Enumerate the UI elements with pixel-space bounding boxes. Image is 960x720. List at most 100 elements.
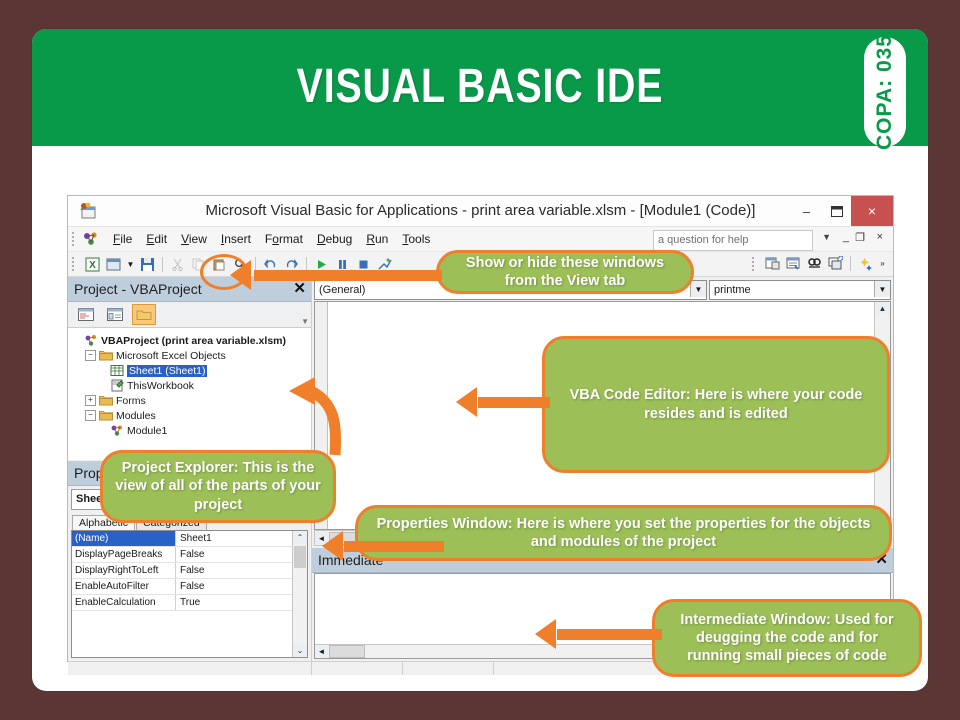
tree-item[interactable]: Module1: [72, 423, 311, 438]
project-explorer-icon[interactable]: [764, 255, 781, 272]
scroll-down-icon[interactable]: ⌄: [293, 644, 307, 657]
mdi-minimize-button[interactable]: _: [842, 231, 849, 243]
folder-icon: [99, 409, 113, 422]
scroll-up-icon[interactable]: ⌃: [293, 530, 307, 544]
collapse-icon[interactable]: −: [85, 350, 96, 361]
mdi-restore-button[interactable]: ❐: [855, 232, 865, 244]
help-search-input[interactable]: a question for help: [653, 230, 813, 251]
property-value[interactable]: False: [180, 548, 205, 560]
toolbar-grip[interactable]: [72, 257, 78, 271]
run-icon[interactable]: [313, 256, 330, 273]
menu-item-tools[interactable]: Tools: [402, 232, 431, 246]
property-value[interactable]: Sheet1: [180, 532, 212, 544]
arrow-to-properties-window: [322, 531, 444, 561]
callout-view-menu: Show or hide these windows from the View…: [436, 250, 694, 294]
menu-item-format[interactable]: Format: [264, 232, 303, 246]
window-restore-button[interactable]: [820, 196, 853, 226]
tree-item-label: Modules: [116, 409, 156, 422]
property-row[interactable]: DisplayPageBreaks False: [72, 546, 292, 563]
property-row[interactable]: (Name)Sheet1: [72, 530, 292, 547]
scrollbar-thumb[interactable]: [329, 645, 365, 658]
tree-item-label: VBAProject (print area variable.xlsm): [101, 334, 286, 347]
tree-item[interactable]: − Modules: [72, 408, 311, 423]
copy-icon[interactable]: [190, 256, 207, 273]
tree-item[interactable]: ThisWorkbook: [72, 378, 311, 393]
tree-item[interactable]: − Microsoft Excel Objects: [72, 348, 311, 363]
property-value[interactable]: False: [180, 580, 205, 592]
view-code-button[interactable]: [74, 304, 98, 325]
chevron-down-icon[interactable]: ▼: [126, 259, 135, 269]
mdi-close-button[interactable]: ×: [876, 231, 883, 243]
tree-item-label: Microsoft Excel Objects: [116, 349, 226, 362]
save-icon[interactable]: [139, 256, 156, 273]
tree-item[interactable]: Sheet1 (Sheet1): [72, 363, 311, 378]
properties-window-icon[interactable]: [785, 255, 802, 272]
scrollbar-thumb[interactable]: [294, 545, 306, 568]
menu-item-run[interactable]: Run: [366, 232, 389, 246]
toolbox-icon[interactable]: [827, 255, 844, 272]
tree-item-label: Forms: [116, 394, 146, 407]
break-icon[interactable]: [334, 256, 351, 273]
toolbar-separator: [255, 256, 256, 272]
window-title: Microsoft Visual Basic for Applications …: [205, 202, 756, 219]
project-tree[interactable]: VBAProject (print area variable.xlsm)−Mi…: [68, 328, 311, 460]
collapse-icon[interactable]: −: [85, 410, 96, 421]
menu-item-insert[interactable]: Insert: [220, 232, 251, 246]
arrow-to-immediate-window: [535, 619, 662, 649]
callout-code-editor: VBA Code Editor: Here is where your code…: [542, 336, 890, 473]
expand-icon[interactable]: +: [85, 395, 96, 406]
object-browser-icon[interactable]: [806, 255, 823, 272]
project-explorer-toolbar: ▼: [68, 302, 311, 328]
window-close-button[interactable]: ×: [851, 196, 893, 226]
reset-icon[interactable]: [355, 256, 372, 273]
chevron-down-icon[interactable]: ▼: [690, 281, 706, 297]
menu-item-debug[interactable]: Debug: [316, 232, 353, 246]
close-icon[interactable]: ✕: [293, 280, 306, 297]
cut-icon[interactable]: [169, 256, 186, 273]
menu-item-view[interactable]: View: [181, 232, 207, 246]
property-name: DisplayPageBreaks: [72, 546, 176, 562]
property-value[interactable]: False: [180, 564, 205, 576]
toolbar-overflow-icon[interactable]: ▼: [301, 317, 309, 326]
slide-header: VISUAL BASIC IDE COPA: 035: [32, 29, 928, 150]
chevron-down-icon[interactable]: ▼: [874, 281, 890, 297]
tree-item[interactable]: + Forms: [72, 393, 311, 408]
view-object-button[interactable]: [103, 304, 127, 325]
toolbar-separator: [306, 256, 307, 272]
code-procedure-combo[interactable]: printme ▼: [709, 280, 891, 300]
workbook-icon: [110, 379, 124, 392]
scroll-left-icon[interactable]: ◄: [315, 645, 328, 658]
tree-item[interactable]: VBAProject (print area variable.xlsm): [72, 333, 311, 348]
redo-icon[interactable]: [283, 256, 300, 273]
vba-help-icon[interactable]: [857, 255, 874, 272]
window-minimize-button[interactable]: –: [802, 203, 811, 219]
scroll-up-icon[interactable]: ▲: [875, 302, 890, 315]
tree-item-label: Sheet1 (Sheet1): [127, 364, 208, 377]
properties-scrollbar[interactable]: ⌃ ⌄: [292, 530, 307, 657]
menu-item-file[interactable]: File: [113, 232, 133, 246]
toggle-folders-button[interactable]: [132, 304, 156, 325]
folder-icon: [99, 394, 113, 407]
code-object-value: (General): [319, 284, 366, 296]
insert-userform-icon[interactable]: [105, 256, 122, 273]
menu-item-edit[interactable]: Edit: [146, 232, 168, 246]
view-excel-icon[interactable]: X: [84, 256, 101, 273]
scrollbar-track[interactable]: [293, 570, 307, 645]
vba-logo-icon: [82, 231, 100, 247]
undo-icon[interactable]: [262, 256, 279, 273]
toolbar-right-group: »: [748, 255, 889, 272]
vba-app-icon: [78, 201, 98, 221]
slide-canvas: VISUAL BASIC IDE COPA: 035 Microsoft Vis…: [32, 29, 928, 691]
folder-icon: [99, 349, 113, 362]
menu-grip[interactable]: [72, 232, 78, 246]
property-value[interactable]: True: [180, 596, 201, 608]
toolbar-grip-2[interactable]: [752, 256, 758, 271]
toolbar-overflow-icon[interactable]: »: [880, 259, 885, 268]
chevron-down-icon[interactable]: ▼: [822, 232, 831, 242]
project-explorer-title-bar: Project - VBAProject ✕: [68, 277, 311, 302]
design-mode-icon[interactable]: [376, 256, 393, 273]
